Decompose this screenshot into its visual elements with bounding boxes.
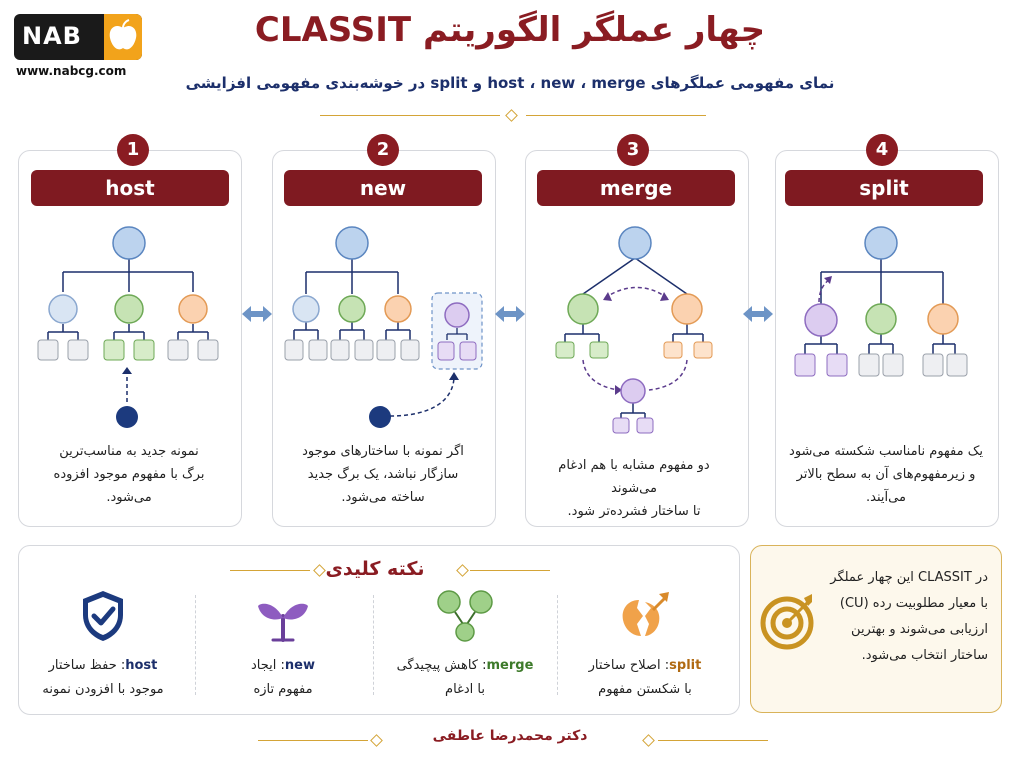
merge-nodes-icon	[437, 590, 493, 642]
description-merge: دو مفهوم مشابه با هم ادغام می‌شوند تا سا…	[534, 454, 734, 523]
description-host: نمونه جدید به مناسب‌ترین برگ با مفهوم مو…	[29, 440, 229, 509]
key-item-line: merge: کاهش پیچیدگی	[390, 654, 540, 678]
ornament-line-right	[470, 570, 550, 571]
shield-check-icon	[83, 591, 123, 641]
step-number: 2	[367, 134, 399, 166]
ornament-line-left	[320, 115, 500, 116]
apple-logo-icon	[104, 14, 142, 60]
key-item-line: host: حفظ ساختار	[28, 654, 178, 678]
operator-banner-split: split	[785, 170, 983, 206]
split-tree-diagram	[794, 226, 968, 377]
description-split: یک مفهوم نامناسب شکسته می‌شود و زیرمفهوم…	[786, 440, 986, 509]
double-arrow-icon	[242, 306, 272, 322]
note-box	[750, 545, 1002, 713]
page-subtitle: نمای مفهومی عملگرهای host ، new ، merge …	[185, 74, 835, 92]
key-item-line: مفهوم تازه	[253, 682, 313, 697]
root-node	[864, 226, 898, 260]
description-line: یک مفهوم نامناسب شکسته می‌شود	[789, 444, 983, 459]
panel-split	[775, 150, 999, 527]
footer-line-right	[658, 740, 768, 741]
broken-circle-arrow-icon	[622, 592, 669, 636]
target-icon	[760, 594, 814, 650]
description-line: می‌آیند.	[866, 490, 906, 505]
description-line: سازگار نباشد، یک برگ جدید	[307, 467, 459, 482]
footer-line-left	[258, 740, 368, 741]
note-line: ارزیابی می‌شوند و بهترین	[851, 622, 988, 637]
description-line: اگر نمونه با ساختارهای موجود	[302, 444, 464, 459]
description-line: و زیرمفهوم‌های آن به سطح بالاتر	[796, 467, 976, 482]
divider	[557, 595, 558, 695]
operator-name: new	[284, 658, 315, 673]
double-arrow-icon	[495, 306, 525, 322]
ornament-diamond	[642, 734, 655, 747]
step-number: 4	[866, 134, 898, 166]
merge-tree-diagram	[555, 226, 713, 434]
logo: NAB	[14, 14, 142, 60]
ornament-line-right	[526, 115, 706, 116]
new-instance-node	[369, 406, 391, 428]
concept-node	[48, 294, 78, 324]
key-item-line: با ادغام	[445, 682, 485, 697]
concept-node	[114, 294, 144, 324]
operator-banner-host: host	[31, 170, 229, 206]
key-item-line: split: اصلاح ساختار	[570, 654, 720, 678]
description-line: دو مفهوم مشابه با هم ادغام می‌شوند	[558, 458, 710, 496]
key-item-line: با شکستن مفهوم	[598, 682, 692, 697]
key-item-split: split: اصلاح ساختار با شکستن مفهوم	[570, 588, 720, 702]
key-item-text: : اصلاح ساختار	[588, 658, 670, 673]
logo-url[interactable]: www.nabcg.com	[16, 64, 127, 78]
description-line: برگ با مفهوم موجود افزوده می‌شود.	[53, 467, 205, 505]
note-line: ساختار انتخاب می‌شود.	[861, 648, 988, 663]
root-node	[112, 226, 146, 260]
key-item-new: new: ایجاد مفهوم تازه	[208, 588, 358, 702]
operator-banner-new: new	[284, 170, 482, 206]
key-item-text: : کاهش پیچیدگی	[396, 658, 487, 673]
key-item-host: host: حفظ ساختار موجود با افزودن نمونه	[28, 588, 178, 702]
concept-node	[178, 294, 208, 324]
operator-banner-merge: merge	[537, 170, 735, 206]
note-line: با معیار مطلوبیت رده (CU)	[839, 596, 988, 611]
page-title: چهار عملگر الگوریتم CLASSIT	[254, 10, 766, 50]
logo-text: NAB	[22, 22, 82, 50]
key-item-text: : حفظ ساختار	[48, 658, 126, 673]
panel-host	[18, 150, 242, 527]
new-tree-diagram	[284, 226, 483, 428]
key-item-text: : ایجاد	[251, 658, 285, 673]
key-points-box	[18, 545, 740, 715]
double-arrow-icon	[743, 306, 773, 322]
panel-merge	[525, 150, 749, 527]
author-name: دکتر محمدرضا عاطفی	[432, 728, 588, 744]
key-item-line: new: ایجاد	[208, 654, 358, 678]
divider	[373, 595, 374, 695]
divider	[195, 595, 196, 695]
key-item-merge: merge: کاهش پیچیدگی با ادغام	[390, 588, 540, 702]
description-line: تا ساختار فشرده‌تر شود.	[567, 504, 701, 519]
sprout-icon	[258, 603, 308, 642]
note-line: در CLASSIT این چهار عملگر	[830, 570, 988, 585]
key-points-title: نکته کلیدی	[325, 558, 425, 580]
description-line: ساخته می‌شود.	[341, 490, 425, 505]
operator-name: host	[125, 658, 158, 673]
new-instance-node	[116, 406, 138, 428]
key-item-line: موجود با افزودن نمونه	[42, 682, 164, 697]
ornament-diamond	[505, 109, 518, 122]
step-number: 1	[117, 134, 149, 166]
note-text: در CLASSIT این چهار عملگر با معیار مطلوب…	[820, 565, 988, 669]
operator-name: merge	[486, 658, 534, 673]
root-node	[618, 226, 652, 260]
host-tree-diagram	[37, 226, 219, 428]
step-number: 3	[617, 134, 649, 166]
description-new: اگر نمونه با ساختارهای موجود سازگار نباش…	[283, 440, 483, 509]
description-line: نمونه جدید به مناسب‌ترین	[59, 444, 199, 459]
ornament-line-left	[230, 570, 310, 571]
root-node	[335, 226, 369, 260]
operator-name: split	[669, 658, 702, 673]
